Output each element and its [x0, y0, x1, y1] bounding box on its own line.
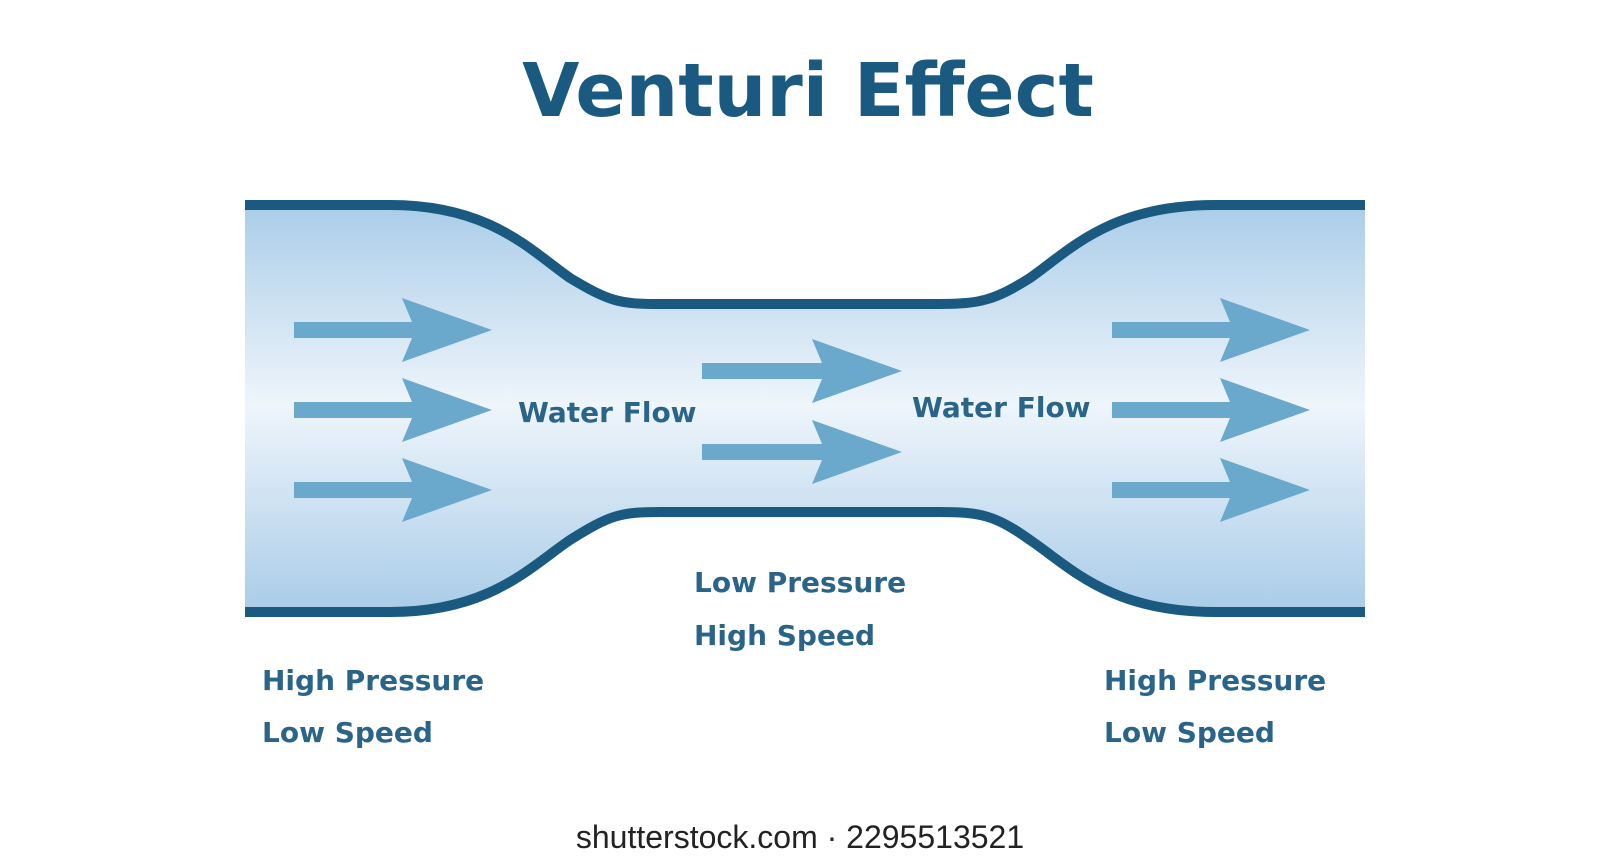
page-title: Venturi Effect [522, 48, 1094, 134]
right-arrow-icon [1112, 458, 1310, 522]
pipe-bottom-wall [245, 507, 1365, 617]
right-arrow-icon [1112, 378, 1310, 442]
outlet-arrows [1112, 298, 1310, 522]
throat-speed-label: High Speed [694, 619, 875, 652]
pipe-top-wall [245, 200, 1365, 309]
right-arrow-icon [294, 298, 492, 362]
watermark: shutterstock.com · 2295513521 [576, 819, 1024, 855]
outlet-pressure-label: High Pressure [1104, 664, 1326, 697]
throat-pressure-label: Low Pressure [694, 566, 906, 599]
throat-arrows [702, 339, 902, 484]
inlet-pressure-label: High Pressure [262, 664, 484, 697]
fluid-region [245, 205, 1365, 612]
right-arrow-icon [1112, 298, 1310, 362]
right-arrow-icon [294, 458, 492, 522]
inlet-speed-label: Low Speed [262, 716, 433, 749]
right-arrow-icon [702, 339, 902, 403]
flow-label-inlet: Water Flow [518, 396, 697, 429]
inlet-arrows [294, 298, 492, 522]
right-arrow-icon [294, 378, 492, 442]
flow-label-throat: Water Flow [912, 391, 1091, 424]
right-arrow-icon [702, 420, 902, 484]
outlet-speed-label: Low Speed [1104, 716, 1275, 749]
